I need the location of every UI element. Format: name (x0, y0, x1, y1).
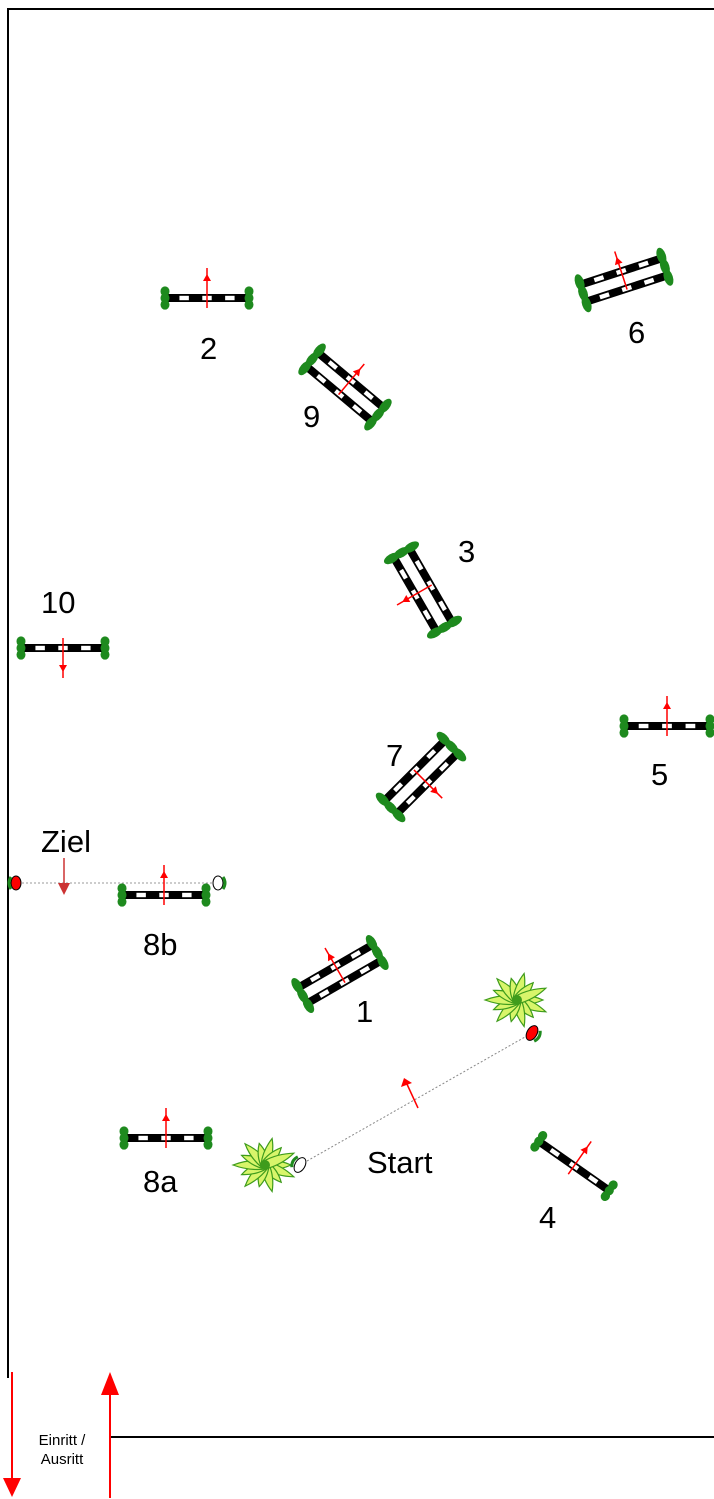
obstacles (16, 247, 714, 1201)
potted-plant-icon (483, 972, 548, 1028)
direction-arrow-icon (405, 1081, 419, 1109)
obstacle-label-1: 1 (356, 994, 374, 1029)
start-flag-icon (290, 1155, 307, 1173)
obstacle-label-6: 6 (628, 315, 646, 350)
obstacle-label-7: 7 (386, 738, 404, 773)
obstacle-6 (574, 247, 674, 313)
start-label: Start (367, 1145, 433, 1180)
obstacle-3 (383, 541, 463, 639)
obstacle-2 (160, 268, 254, 310)
finish-flag-icon (7, 875, 22, 891)
obstacle-9 (298, 343, 392, 431)
direction-arrow-icon (413, 769, 443, 799)
obstacle-label-8a: 8a (143, 1164, 178, 1199)
start-flags (290, 1025, 542, 1173)
direction-arrow-icon (396, 584, 433, 606)
entrance-label-line2: Ausritt (40, 1451, 84, 1468)
direction-arrow-icon (59, 638, 67, 678)
plants (231, 972, 548, 1193)
direction-arrow-icon (614, 251, 628, 290)
direction-arrow-icon (324, 947, 346, 984)
obstacle-4 (530, 1131, 618, 1201)
obstacle-8a (119, 1108, 213, 1150)
direction-arrow-icon (160, 865, 168, 905)
direction-arrow-icon (162, 1108, 170, 1148)
obstacle-label-4: 4 (539, 1200, 557, 1235)
entrance-arrows (3, 1372, 119, 1498)
obstacle-label-3: 3 (458, 534, 476, 569)
entrance-label: Einritt / Ausritt (22, 1431, 102, 1469)
finish-line (14, 858, 218, 895)
potted-plant-icon (231, 1137, 296, 1193)
obstacle-5 (619, 696, 714, 738)
obstacle-1 (291, 934, 389, 1014)
obstacle-10 (16, 636, 110, 678)
obstacle-label-8b: 8b (143, 927, 178, 962)
direction-arrow-icon (203, 268, 211, 308)
obstacle-label-9: 9 (303, 399, 321, 434)
finish-flag-icon (212, 875, 227, 891)
obstacle-7 (375, 731, 467, 823)
entrance-label-line1: Einritt / (38, 1432, 86, 1449)
arena-boundary (7, 8, 714, 1438)
start-line (299, 1032, 533, 1166)
direction-arrow-icon (337, 363, 365, 396)
obstacle-label-2: 2 (200, 331, 218, 366)
direction-arrow-icon (567, 1140, 592, 1175)
obstacle-label-5: 5 (651, 757, 669, 792)
finish-label: Ziel (41, 824, 91, 859)
obstacle-8b (117, 865, 211, 907)
direction-arrow-icon (663, 696, 671, 736)
obstacle-label-10: 10 (41, 585, 76, 620)
start-flag-icon (525, 1025, 542, 1043)
finish-flags (7, 875, 227, 891)
